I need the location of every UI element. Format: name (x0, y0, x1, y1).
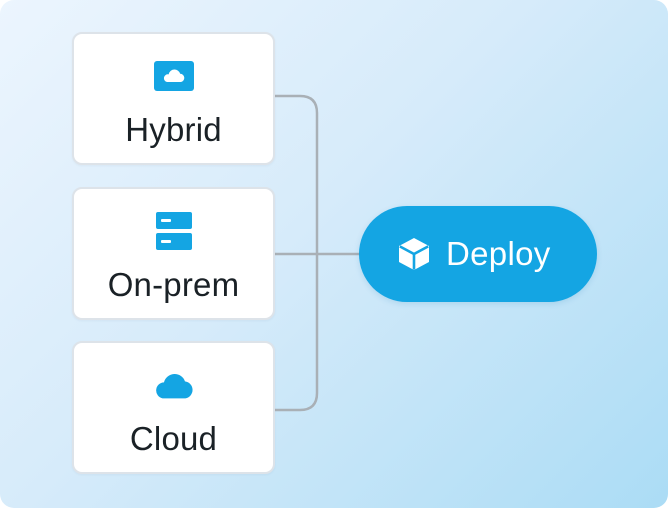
deploy-button[interactable]: Deploy (359, 206, 597, 302)
cloud-card[interactable]: Cloud (72, 341, 275, 474)
cloud-icon (153, 365, 195, 405)
cube-icon (395, 235, 433, 273)
connector-cloud (275, 254, 319, 412)
onprem-label: On-prem (107, 266, 240, 303)
connector-hybrid (275, 94, 319, 254)
server-stack-icon (153, 211, 195, 251)
cloud-box-icon (153, 56, 195, 96)
cloud-label: Cloud (129, 420, 218, 457)
hybrid-label: Hybrid (125, 111, 222, 148)
deploy-label: Deploy (446, 235, 551, 272)
onprem-card[interactable]: On-prem (72, 187, 275, 320)
hybrid-card[interactable]: Hybrid (72, 32, 275, 165)
